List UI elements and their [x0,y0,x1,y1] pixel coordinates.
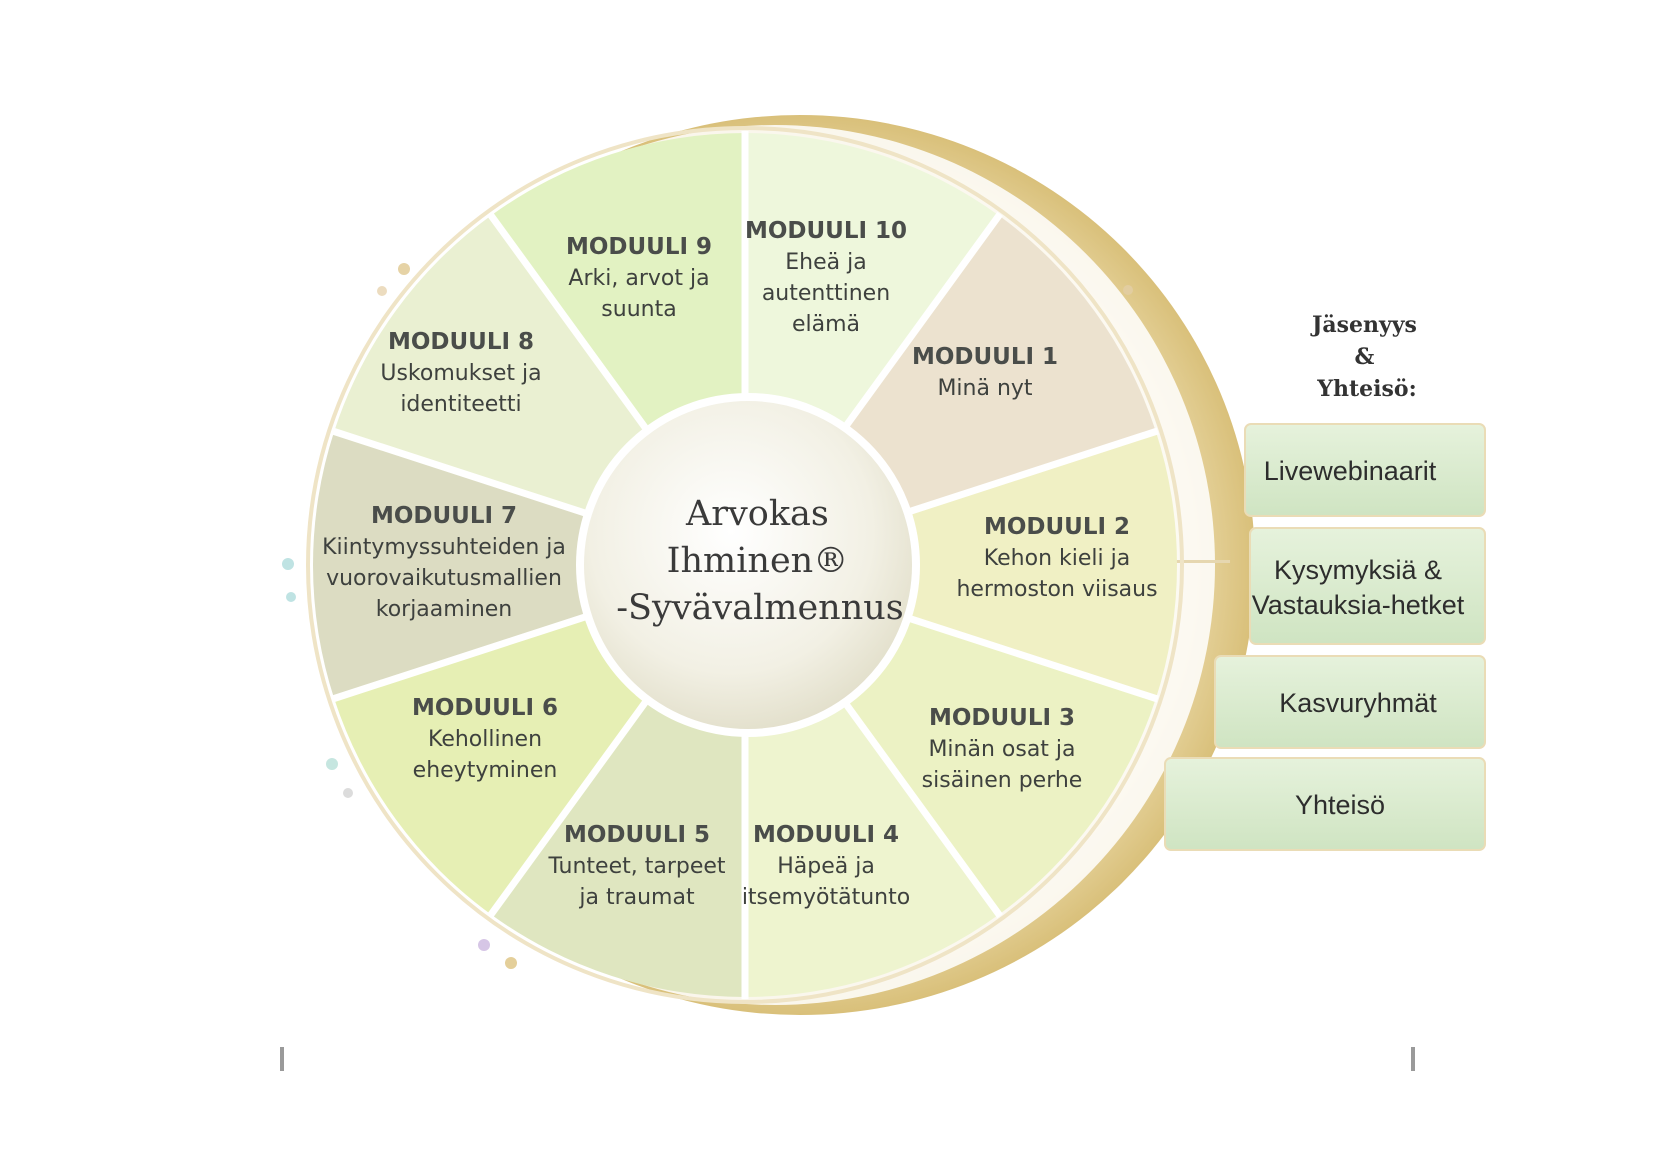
decor-dot [1123,285,1133,295]
membership-box-text: Livewebinaarit [1264,456,1437,486]
module-title: MODUULI 6 [412,695,558,721]
module-title: MODUULI 5 [564,822,710,848]
module-description-line: hermoston viisaus [956,577,1157,602]
module-description-line: Kehollinen [428,727,542,752]
module-description-line: ja traumat [578,885,695,910]
module-title: MODUULI 4 [753,822,899,848]
left-page-tick [280,1047,284,1071]
decor-dot [282,558,294,570]
module-description-line: Minän osat ja [928,737,1075,762]
center-title-line-3: -Syvävalmennus [616,588,904,628]
module-label-2: MODUULI 2 Kehon kieli ja hermoston viisaus [956,514,1157,602]
module-description-line: Eheä ja [785,250,866,275]
membership-box-text: Vastauksia-hetket [1252,590,1465,620]
module-description-line: elämä [792,312,860,337]
membership-box-label-2: Kysymyksiä & Vastauksia-hetket [1252,555,1465,620]
decor-dot [398,263,410,275]
membership-box-text: Yhteisö [1295,790,1385,820]
module-description-line: Kiintymyssuhteiden ja [322,535,566,560]
module-description-line: Tunteet, tarpeet [547,854,725,879]
module-label-8: MODUULI 8 Uskomukset ja identiteetti [380,329,541,417]
module-segment-7 [313,431,745,699]
module-description-line: identiteetti [400,392,521,417]
module-separator [896,427,1159,519]
membership-heading-line-2: & [1355,344,1375,370]
module-description-line: Kehon kieli ja [984,546,1130,571]
membership-box-label-1: Livewebinaarit [1264,456,1437,486]
module-label-6: MODUULI 6 Kehollinen eheytyminen [412,695,558,783]
membership-box-3 [1214,655,1486,749]
connector-band [1150,560,1230,563]
module-label-1: MODUULI 1 Minä nyt [912,344,1058,401]
module-title: MODUULI 7 [371,503,517,529]
module-label-10: MODUULI 10 Eheä ja autenttinen elämä [745,218,907,337]
decor-dot [343,788,353,798]
decor-dot [286,592,296,602]
decor-dot [377,286,387,296]
module-separator [896,611,1159,703]
module-title: MODUULI 10 [745,218,907,244]
center-title-line-2: Ihminen® [667,541,849,581]
module-description-line: Arki, arvot ja [568,266,709,291]
module-description-line: autenttinen [762,281,890,306]
right-page-tick [1411,1047,1415,1071]
module-separator [331,611,594,703]
center-circle [576,393,920,737]
module-segment-2 [745,431,1177,699]
module-description-line: eheytyminen [413,758,558,783]
module-description-line: Uskomukset ja [380,361,541,386]
membership-heading-line-1: Jäsenyys [1310,312,1417,338]
center-title-line-1: Arvokas [685,494,829,534]
module-title: MODUULI 8 [388,329,534,355]
membership-box-4 [1164,757,1486,851]
wheel-outer-ring [306,126,1184,1004]
membership-box-text: Kysymyksiä & [1274,555,1442,585]
module-separators [331,131,1159,999]
center-title: Arvokas Ihminen® -Syvävalmennus [616,494,904,628]
module-separator [836,692,1003,919]
module-title: MODUULI 1 [912,344,1058,370]
module-separator [487,211,654,438]
membership-box-label-3: Kasvuryhmät [1279,688,1437,718]
module-title: MODUULI 9 [566,234,712,260]
module-label-7: MODUULI 7 Kiintymyssuhteiden ja vuorovaiku… [322,503,566,622]
module-description-line: suunta [601,297,676,322]
module-title: MODUULI 2 [984,514,1130,540]
membership-heading: Jäsenyys & Yhteisö: [1310,312,1422,402]
decor-dot [326,758,338,770]
module-description-line: korjaaminen [376,597,513,622]
module-description-line: itsemyötätunto [742,885,910,910]
module-separator [331,427,594,519]
membership-box-2 [1249,527,1486,645]
membership-box-text: Kasvuryhmät [1279,688,1437,718]
module-label-5: MODUULI 5 Tunteet, tarpeet ja traumat [547,822,725,910]
module-label-3: MODUULI 3 Minän osat ja sisäinen perhe [922,705,1083,793]
module-description-line: Minä nyt [937,376,1032,401]
module-separator [487,692,654,919]
decor-dot [505,957,517,969]
membership-heading-line-3: Yhteisö: [1316,376,1416,402]
module-title: MODUULI 3 [929,705,1075,731]
module-label-9: MODUULI 9 Arki, arvot ja suunta [566,234,712,322]
membership-box-label-4: Yhteisö [1295,790,1385,820]
module-separator [836,211,1003,438]
module-description-line: sisäinen perhe [922,768,1083,793]
membership-box-1 [1244,423,1486,517]
decor-dot [478,939,490,951]
module-description-line: vuorovaikutusmallien [326,566,562,591]
module-label-4: MODUULI 4 Häpeä ja itsemyötätunto [742,822,910,910]
module-description-line: Häpeä ja [777,854,875,879]
